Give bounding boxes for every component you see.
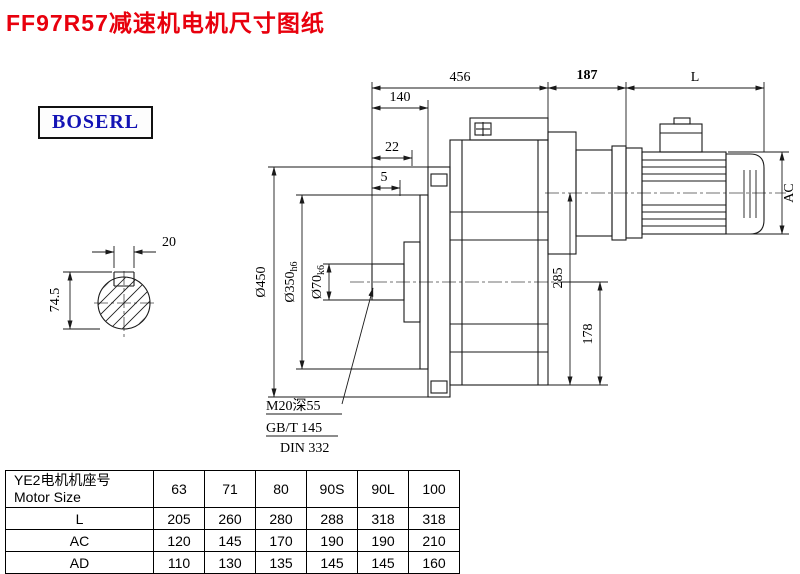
table-cell: 160 (408, 551, 460, 574)
output-flange (419, 166, 451, 398)
dimension-5: 5 (371, 170, 401, 196)
dim-456-label: 456 (450, 70, 471, 85)
cable-gland (673, 117, 691, 125)
table-row-L: L 205 260 280 288 318 318 (5, 507, 460, 530)
terminal-box (659, 123, 703, 153)
fan-cover (725, 153, 765, 235)
dia-spigot-label: Ø350h6 (283, 261, 300, 302)
table-cell: 318 (357, 507, 409, 530)
table-cell: 145 (357, 551, 409, 574)
dimension-140: 140 (371, 90, 429, 167)
output-shaft (371, 241, 421, 323)
table-cell: 170 (255, 529, 307, 552)
size-column-header: 80 (255, 470, 307, 508)
row-label: AC (5, 529, 154, 552)
table-cell: 288 (306, 507, 358, 530)
dia-spigot-value: Ø350 (283, 271, 298, 302)
size-column-header: 71 (204, 470, 256, 508)
table-cell: 120 (153, 529, 205, 552)
dimension-178: 178 (560, 281, 608, 386)
dim-22-label: 22 (385, 140, 399, 155)
dim-285-label: 285 (551, 268, 566, 289)
dimension-key-height: 74.5 (48, 271, 112, 330)
table-row-AD: AD 110 130 135 145 145 160 (5, 551, 460, 574)
table-header-row: YE2电机机座号 Motor Size 63 71 80 90S 90L 100 (5, 470, 460, 508)
keyway (113, 271, 135, 287)
table-cell: 205 (153, 507, 205, 530)
key-height-label: 74.5 (48, 288, 63, 313)
motor-assembly (547, 117, 765, 255)
size-column-header: 63 (153, 470, 205, 508)
table-cell: 210 (408, 529, 460, 552)
gearbox-housing (449, 117, 549, 386)
key-width-label: 20 (162, 235, 176, 250)
table-cell: 260 (204, 507, 256, 530)
size-column-header: 90S (306, 470, 358, 508)
dim-178-label: 178 (581, 324, 596, 345)
table-cell: 190 (306, 529, 358, 552)
motor-size-header-cell: YE2电机机座号 Motor Size (5, 470, 154, 508)
dia-shaft-label: Ø70k6 (310, 265, 327, 299)
row-label: L (5, 507, 154, 530)
table-cell: 280 (255, 507, 307, 530)
dimension-spigot-diameter: Ø350h6 (283, 194, 420, 370)
dim-AC-label: AC (782, 183, 797, 202)
dimension-22: 22 (371, 140, 413, 166)
motor-size-header-en: Motor Size (14, 489, 81, 505)
table-cell: 135 (255, 551, 307, 574)
dimension-285: 285 (548, 192, 608, 386)
motor-fins (642, 159, 726, 227)
table-cell: 318 (408, 507, 460, 530)
motor-size-table: YE2电机机座号 Motor Size 63 71 80 90S 90L 100… (5, 470, 460, 574)
table-cell: 190 (357, 529, 409, 552)
page-title: FF97R57减速机电机尺寸图纸 (6, 10, 325, 36)
dimension-shaft-diameter: Ø70k6 (310, 263, 372, 301)
dim-L-label: L (691, 70, 700, 85)
dimension-key-width: 20 (92, 235, 176, 268)
dia-shaft-tolerance: k6 (316, 265, 327, 275)
dimension-L: L (625, 70, 765, 152)
note-din-label: DIN 332 (280, 441, 329, 456)
table-cell: 145 (306, 551, 358, 574)
table-row-AC: AC 120 145 170 190 190 210 (5, 529, 460, 552)
note-tap-label: M20深55 (266, 398, 320, 414)
table-cell: 110 (153, 551, 205, 574)
dimension-flange-diameter: Ø450 (254, 166, 428, 398)
row-label: AD (5, 551, 154, 574)
shaft-section-view: 20 74.5 (48, 235, 176, 330)
dim-5-label: 5 (381, 170, 388, 185)
dia-shaft-value: Ø70 (310, 275, 325, 299)
note-gb-label: GB/T 145 (266, 421, 322, 436)
technical-drawing: 456 187 L 140 22 5 (48, 68, 797, 456)
centerlines (94, 192, 786, 337)
brand-logo: BOSERL (38, 106, 154, 139)
dimension-AC: AC (728, 151, 797, 235)
table-cell: 130 (204, 551, 256, 574)
size-column-header: 90L (357, 470, 409, 508)
shaft-section-circle (97, 276, 151, 330)
fan-cover-slots (743, 170, 757, 218)
dim-187-label: 187 (577, 68, 598, 83)
size-column-header: 100 (408, 470, 460, 508)
thread-notes: M20深55 GB/T 145 DIN 332 (266, 287, 374, 456)
dia-spigot-tolerance: h6 (289, 261, 300, 271)
table-cell: 145 (204, 529, 256, 552)
motor-size-header-cn: YE2电机机座号 (14, 472, 111, 488)
dim-140-label: 140 (390, 90, 411, 105)
dia-flange-label: Ø450 (254, 266, 269, 297)
dimension-187: 187 (547, 68, 627, 146)
